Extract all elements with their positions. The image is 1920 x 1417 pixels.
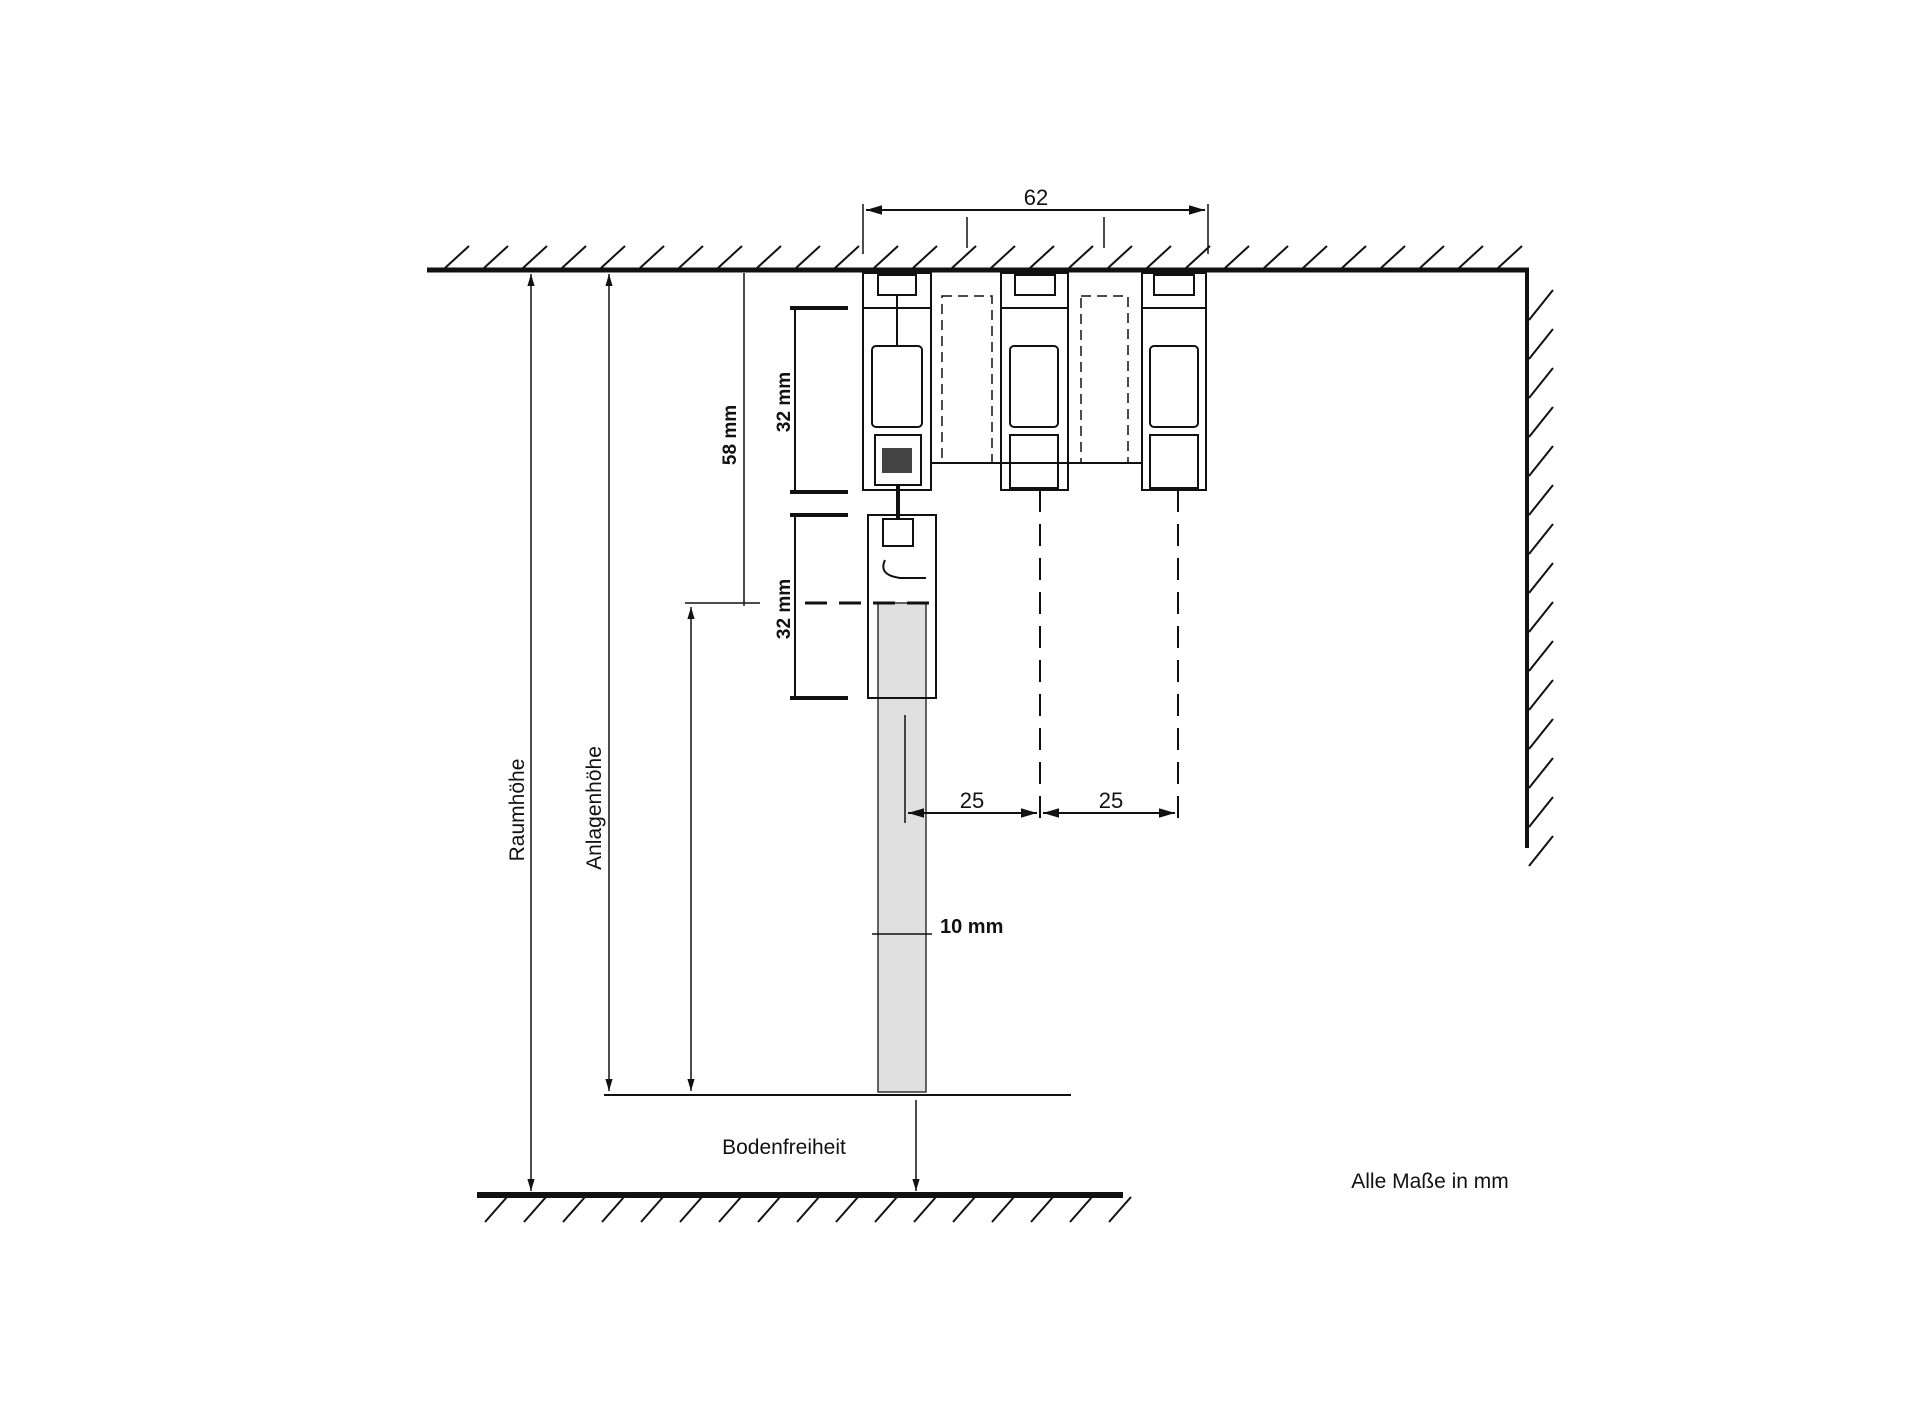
- hatch-stroke: [1068, 245, 1094, 269]
- hatch-stroke: [1528, 484, 1554, 516]
- hatch-stroke: [796, 1196, 820, 1223]
- hatching: [444, 245, 1554, 1223]
- hatch-stroke: [1528, 367, 1554, 399]
- hatch-stroke: [1528, 406, 1554, 438]
- hatch-stroke: [1069, 1196, 1093, 1223]
- hatch-stroke: [1528, 679, 1554, 711]
- hatch-stroke: [679, 1196, 703, 1223]
- hatch-stroke: [640, 1196, 664, 1223]
- hatch-stroke: [1528, 640, 1554, 672]
- hatch-stroke: [562, 1196, 586, 1223]
- hanger-height-label: 58 mm: [720, 405, 741, 465]
- hatch-stroke: [835, 1196, 859, 1223]
- hatch-stroke: [601, 1196, 625, 1223]
- hatch-stroke: [874, 1196, 898, 1223]
- hatch-stroke: [1029, 245, 1055, 269]
- system-height-label: Anlagenhöhe: [583, 746, 606, 870]
- hatch-stroke: [718, 1196, 742, 1223]
- hatch-stroke: [1458, 245, 1484, 269]
- hatch-stroke: [639, 245, 665, 269]
- hatch-stroke: [1497, 245, 1523, 269]
- hatch-stroke: [1302, 245, 1328, 269]
- units-note: Alle Maße in mm: [1351, 1170, 1509, 1193]
- hatch-stroke: [757, 1196, 781, 1223]
- track-spacing-2-label: 25: [1099, 788, 1123, 813]
- hatch-stroke: [1528, 718, 1554, 750]
- ghost-profiles: [941, 295, 1129, 464]
- track-spacing-1-label: 25: [960, 788, 984, 813]
- hatch-stroke: [678, 245, 704, 269]
- hatch-stroke: [1146, 245, 1172, 269]
- hatch-stroke: [1528, 562, 1554, 594]
- hatch-stroke: [756, 245, 782, 269]
- hatch-stroke: [523, 1196, 547, 1223]
- hatch-stroke: [1528, 835, 1554, 867]
- track-profile-2: [1000, 272, 1069, 491]
- hatch-stroke: [444, 245, 470, 269]
- bottom-guide-profile: [867, 514, 937, 699]
- hatch-stroke: [1185, 245, 1211, 269]
- hatch-stroke: [717, 245, 743, 269]
- hatch-stroke: [1528, 796, 1554, 828]
- hatch-stroke: [873, 245, 899, 269]
- hatch-stroke: [951, 245, 977, 269]
- hatch-stroke: [913, 1196, 937, 1223]
- width-dimension-label: 62: [1024, 185, 1048, 210]
- room-height-label: Raumhöhe: [506, 759, 529, 862]
- hatch-stroke: [795, 245, 821, 269]
- hatch-stroke: [912, 245, 938, 269]
- door-panel: [877, 602, 927, 1093]
- hatch-stroke: [1419, 245, 1445, 269]
- hatch-stroke: [1528, 757, 1554, 789]
- hatch-stroke: [1224, 245, 1250, 269]
- hatch-stroke: [1108, 1196, 1132, 1223]
- hatch-stroke: [1341, 245, 1367, 269]
- track-profile-3: [1141, 272, 1207, 491]
- hatch-stroke: [1030, 1196, 1054, 1223]
- hatch-stroke: [1528, 523, 1554, 555]
- hatch-stroke: [1107, 245, 1133, 269]
- hatch-stroke: [991, 1196, 1015, 1223]
- hatch-stroke: [522, 245, 548, 269]
- hatch-stroke: [1528, 601, 1554, 633]
- hatch-stroke: [600, 245, 626, 269]
- floor-clearance-label: Bodenfreiheit: [722, 1136, 846, 1159]
- hatch-stroke: [834, 245, 860, 269]
- hatch-stroke: [1528, 445, 1554, 477]
- lower-profile-height-label: 32 mm: [774, 579, 795, 639]
- upper-profile-height-label: 32 mm: [774, 372, 795, 432]
- hatch-stroke: [1263, 245, 1289, 269]
- panel-thickness-label: 10 mm: [940, 916, 1003, 938]
- hatch-stroke: [1528, 289, 1554, 321]
- hatch-stroke: [483, 245, 509, 269]
- hatch-stroke: [1528, 328, 1554, 360]
- hatch-stroke: [484, 1196, 508, 1223]
- hatch-stroke: [990, 245, 1016, 269]
- hatch-stroke: [952, 1196, 976, 1223]
- track-profile-1: [862, 272, 932, 518]
- hatch-stroke: [1380, 245, 1406, 269]
- hatch-stroke: [561, 245, 587, 269]
